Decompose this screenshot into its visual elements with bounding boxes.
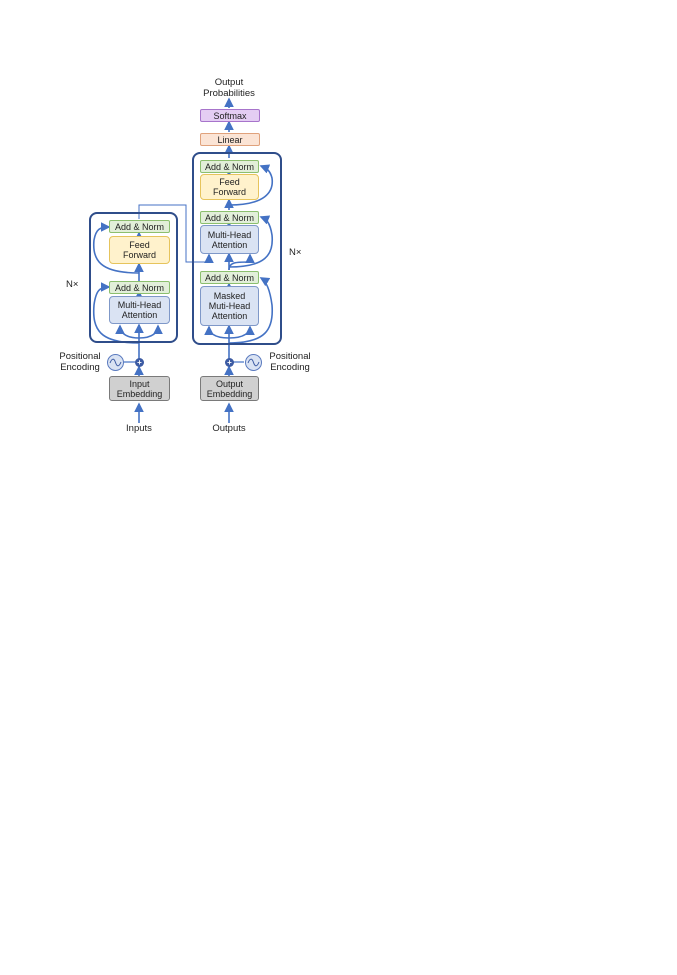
decoder-positional-encoding-icon — [245, 354, 262, 371]
encoder-stack — [89, 212, 178, 343]
output-probabilities-label: Output Probabilities — [203, 77, 255, 99]
linear-box: Linear — [200, 133, 260, 146]
encoder-positional-encoding-label: Positional Encoding — [59, 351, 101, 373]
decoder-feed-forward: Feed Forward — [200, 174, 259, 200]
decoder-add-norm-1: Add & Norm — [200, 271, 259, 284]
decoder-positional-encoding-label: Positional Encoding — [269, 351, 311, 373]
decoder-stack — [192, 152, 282, 345]
encoder-add-norm-1: Add & Norm — [109, 281, 170, 294]
decoder-multi-head-attention: Multi-Head Attention — [200, 225, 259, 254]
decoder-add-norm-2: Add & Norm — [200, 211, 259, 224]
decoder-nx-label: N× — [289, 247, 302, 258]
encoder-add-icon: + — [135, 358, 144, 367]
input-embedding-box: Input Embedding — [109, 376, 170, 401]
encoder-positional-encoding-icon — [107, 354, 124, 371]
encoder-feed-forward: Feed Forward — [109, 236, 170, 264]
output-embedding-box: Output Embedding — [200, 376, 259, 401]
encoder-add-norm-2: Add & Norm — [109, 220, 170, 233]
decoder-add-norm-3: Add & Norm — [200, 160, 259, 173]
decoder-masked-attention: Masked Muti-Head Attention — [200, 286, 259, 326]
encoder-nx-label: N× — [66, 279, 79, 290]
encoder-multi-head-attention: Multi-Head Attention — [109, 296, 170, 324]
softmax-box: Softmax — [200, 109, 260, 122]
decoder-add-icon: + — [225, 358, 234, 367]
inputs-label: Inputs — [126, 423, 152, 434]
outputs-label: Outputs — [212, 423, 246, 434]
